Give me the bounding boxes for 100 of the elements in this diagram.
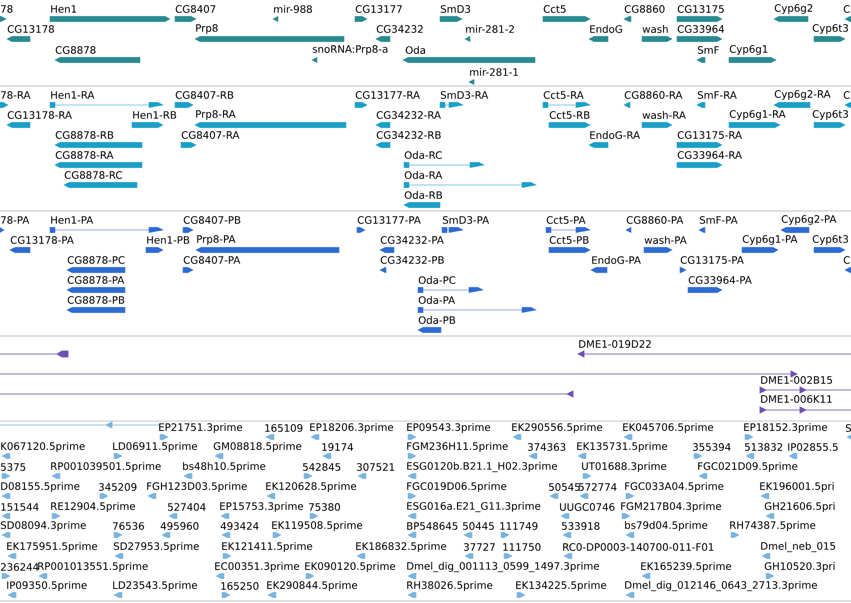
feature-label: Oda-PA (418, 296, 456, 304)
feature-label: Oda-RB (404, 191, 442, 199)
feature-label: EndoG-RA (590, 131, 640, 139)
feature-label: EndoG-PA (592, 256, 641, 264)
feature-label: FGH123D03.5prime (147, 482, 247, 492)
feature-label: EC00351.3prime (215, 562, 300, 572)
feature-label: 527404 (168, 503, 206, 511)
feature-label: RP001013551.5prime (38, 562, 148, 572)
feature-label: Dmel_dig_012146_0643_2713.3prime (625, 580, 817, 592)
feature-label: DME1-019D22 (579, 340, 651, 348)
feature-label: SmD3 (440, 5, 470, 13)
feature-label: Prp8-RA (196, 110, 236, 120)
feature-label: Cyp6g1-RA (730, 110, 786, 120)
feature-label: FGM236H11.5prime (407, 442, 508, 452)
feature-label: ESG016a.E21_G11.3prime (407, 502, 540, 512)
feature-label: mir-281-2 (466, 25, 514, 33)
feature-label: CG8878 (56, 46, 96, 54)
feature-label: DME1-006K11 (761, 395, 832, 403)
feature-label: Oda-RC (404, 151, 442, 159)
feature-label: EK090120.5prime (305, 562, 396, 572)
feature-label: Cct5-RA (544, 91, 584, 99)
feature-label: LD23543.5prime (113, 581, 198, 591)
feature-label: CG8407-PA (184, 256, 240, 264)
feature-label: snoRNA:Prp8-a (312, 45, 388, 55)
feature-label: Cyp6t3 (812, 235, 848, 245)
feature-label: CG34232-RB (376, 131, 441, 139)
feature-label: Cyp6g2 (774, 4, 812, 14)
feature-label: FGM217B04.3prime (621, 502, 722, 512)
feature-label: Hen1-PA (51, 216, 94, 224)
feature-label: RP001039501.5prime (51, 462, 161, 472)
feature-label: 542845 (303, 463, 340, 471)
feature-label: SmD3-PA (442, 216, 490, 224)
feature-label: SmF-PA (700, 216, 738, 224)
feature-label: CG33964-PA (688, 276, 752, 284)
feature-label: CG8878-PA (68, 276, 124, 284)
feature-label: 493424 (220, 522, 259, 530)
feature-label: EK290844.5prime (267, 581, 358, 591)
feature-label: Cyp6g1-PA (742, 235, 798, 245)
feature-label: BP548645 (407, 522, 458, 530)
feature-label: EK119508.5prime (272, 521, 362, 531)
feature-label: EP21751.3prime (159, 423, 242, 433)
feature-label: CG13175-PA (680, 256, 744, 264)
feature-label: bs79d04.5prime (625, 521, 708, 531)
feature-label: 50445 (463, 522, 494, 530)
feature-label: Cyp6t3 (812, 110, 848, 120)
feature-label: CG8407-PB (184, 216, 240, 224)
feature-label: 513832 (745, 443, 782, 451)
feature-label: 78-PA (1, 216, 30, 224)
feature-label: CG8860-PA (626, 216, 684, 224)
feature-label: CG8878-RB (56, 131, 114, 139)
feature-label: UUGC0746 (560, 503, 614, 511)
feature-label: EK045706.5prime (623, 423, 714, 433)
feature-label: CG8407 (176, 5, 216, 13)
feature-label: Cct5-PB (550, 236, 589, 244)
feature-label: CG33964 (678, 25, 724, 33)
feature-label: EP09543.3prime (407, 423, 490, 433)
feature-label: EndoG (590, 25, 622, 33)
feature-label: 111750 (503, 543, 540, 551)
feature-label: 37727 (464, 543, 495, 551)
feature-label: IP09350.5prime (7, 581, 87, 591)
feature-label: Hen1 (51, 5, 76, 13)
feature-label: wash-RA (642, 111, 686, 119)
feature-label: bs48h10.5prime (183, 462, 266, 472)
feature-label: Cyp6g1 (730, 45, 768, 55)
feature-label: Cct5 (544, 5, 566, 13)
feature-label: Hen1-RB (133, 111, 176, 119)
feature-label: GH21606.5pri (764, 502, 834, 512)
feature-label: Oda-PB (418, 316, 456, 324)
feature-label: 572774 (579, 483, 617, 491)
feature-label: Dmel_neb_015 (761, 542, 836, 552)
feature-label: CG8407-RA (182, 131, 240, 139)
feature-label: RE12904.5prime (51, 502, 136, 512)
feature-label: GH10520.3pri (764, 562, 834, 572)
feature-label: EK165239.5prime (641, 562, 732, 572)
feature-label: Cyp6t3 (812, 24, 848, 34)
feature-label: 165250 (221, 582, 258, 590)
feature-label: 307521 (357, 463, 394, 471)
feature-label: Oda (406, 46, 426, 54)
feature-label: Hen1-RA (51, 91, 94, 99)
feature-label: FGC021D09.5prime (698, 462, 798, 472)
feature-label: DME1-002B15 (761, 376, 832, 384)
feature-label: CG8407-RB (176, 91, 234, 99)
feature-label: SD27953.5prime (114, 542, 199, 552)
feature-label: UT01688.3prime (582, 462, 666, 472)
feature-label: Hen1-PB (147, 236, 190, 244)
feature-label: wash-PA (644, 236, 687, 244)
feature-label: 533918 (562, 522, 600, 530)
feature-label: Cct5-RB (550, 111, 590, 119)
feature-label: CG8860 (624, 5, 664, 13)
feature-label: wash (642, 25, 668, 33)
feature-label: Dmel_dig_001113_0599_1497.3prime (407, 562, 599, 572)
feature-label: CG13175 (678, 5, 724, 13)
feature-label: mir-988 (274, 5, 312, 13)
feature-label: 236244 (0, 563, 39, 571)
feature-label: Cyp6g2-RA (774, 90, 831, 100)
feature-label: 495960 (160, 522, 198, 530)
feature-label: RH38026.5prime (407, 581, 492, 591)
feature-label: CG13177 (356, 5, 402, 13)
feature-label: 151544 (1, 503, 39, 511)
feature-label: CG34232-PA (380, 236, 444, 244)
